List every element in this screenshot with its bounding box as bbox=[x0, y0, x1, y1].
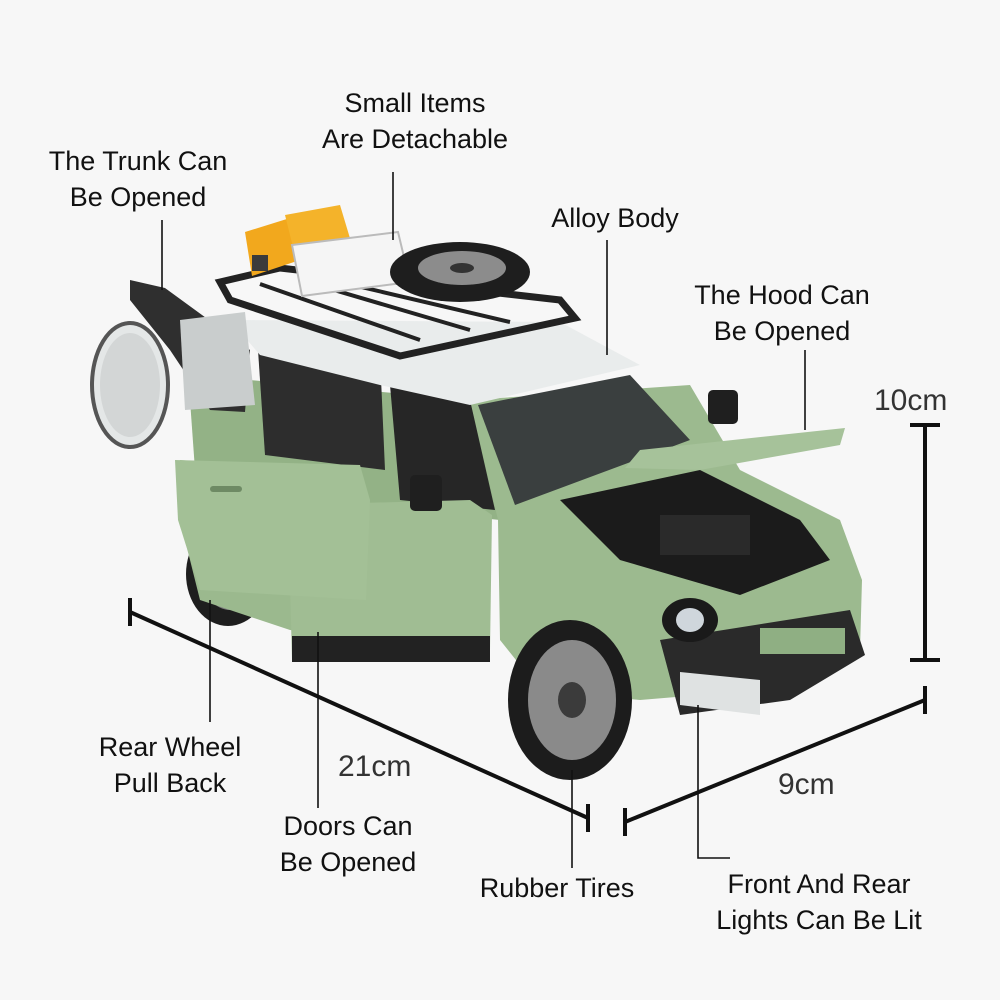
lights-label: Front And Rear Lights Can Be Lit bbox=[696, 866, 942, 938]
doors-line-2: Be Opened bbox=[279, 847, 417, 877]
tires-line-1: Rubber Tires bbox=[479, 873, 635, 903]
rubber-tires-label: Rubber Tires bbox=[462, 870, 652, 906]
width-dimension-line bbox=[623, 686, 927, 836]
rear-wheel-line-2: Pull Back bbox=[113, 768, 227, 798]
width-dimension-text: 9cm bbox=[778, 768, 835, 801]
roof-accessories bbox=[245, 205, 412, 298]
small-items-label: Small Items Are Detachable bbox=[300, 85, 530, 157]
small-items-line-1: Small Items bbox=[344, 88, 486, 118]
doors-label: Doors Can Be Opened bbox=[262, 808, 434, 880]
height-dimension-line bbox=[910, 423, 940, 662]
alloy-body-label: Alloy Body bbox=[530, 200, 700, 236]
side-mirrors bbox=[410, 390, 738, 511]
opened-hood bbox=[560, 428, 845, 595]
hood-line-1: The Hood Can bbox=[694, 280, 870, 310]
doors-line-1: Doors Can bbox=[283, 811, 413, 841]
front-fascia bbox=[660, 598, 865, 715]
hood-label: The Hood Can Be Opened bbox=[672, 277, 892, 349]
height-dimension-text: 10cm bbox=[874, 384, 948, 417]
small-items-line-2: Are Detachable bbox=[321, 124, 509, 154]
rear-wheel-label: Rear Wheel Pull Back bbox=[80, 729, 260, 801]
trunk-line-1: The Trunk Can bbox=[48, 146, 228, 176]
length-dimension-line bbox=[128, 598, 590, 832]
lights-line-1: Front And Rear bbox=[727, 869, 911, 899]
leader-lines bbox=[161, 172, 806, 868]
lights-line-2: Lights Can Be Lit bbox=[716, 905, 922, 935]
rear-wheel-line-1: Rear Wheel bbox=[98, 732, 242, 762]
alloy-line-1: Alloy Body bbox=[551, 203, 679, 233]
front-wheel bbox=[508, 620, 632, 780]
trunk-door bbox=[90, 280, 255, 449]
open-rear-door bbox=[175, 460, 370, 600]
trunk-label: The Trunk Can Be Opened bbox=[28, 143, 248, 215]
trunk-line-2: Be Opened bbox=[69, 182, 207, 212]
hood-line-2: Be Opened bbox=[713, 316, 851, 346]
length-dimension-text: 21cm bbox=[338, 750, 412, 783]
roof-spare-tire bbox=[390, 242, 530, 302]
